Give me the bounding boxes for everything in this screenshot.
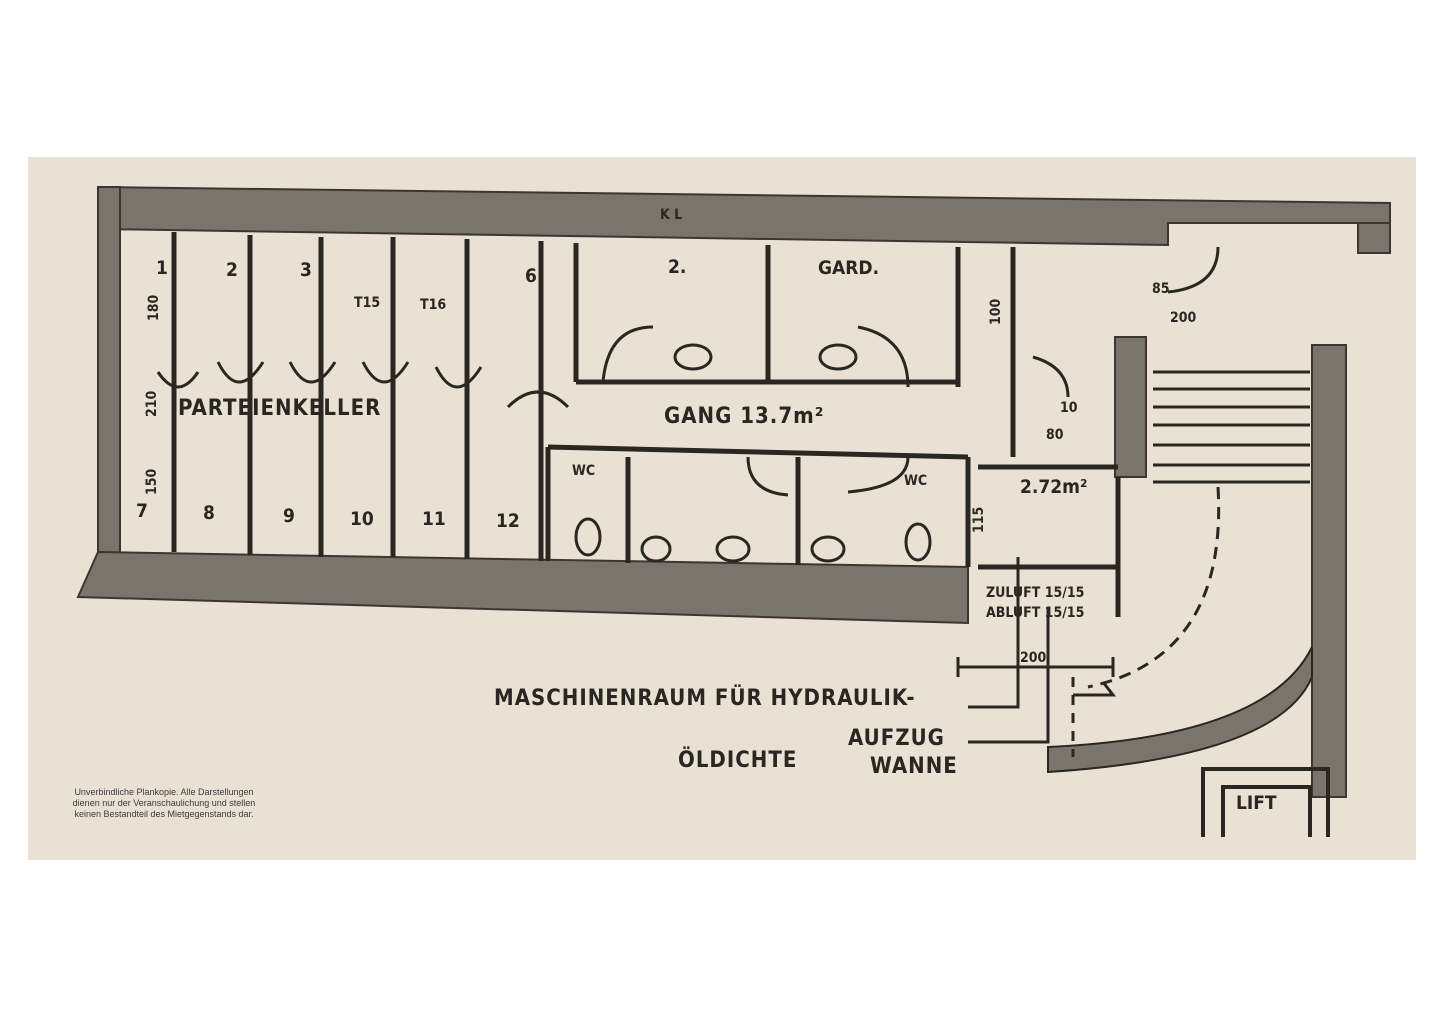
disclaimer-line-2: dienen nur der Veranschaulichung und ste… (72, 798, 256, 808)
gang-label: GANG 13.7m² (664, 404, 824, 429)
room-label-1: 1 (156, 257, 168, 279)
walls (76, 185, 1391, 798)
dimension-100: 100 (988, 298, 1004, 325)
disclaimer-line-1: Unverbindliche Plankopie. Alle Darstellu… (74, 787, 254, 797)
dimension-210: 210 (144, 390, 160, 417)
wanne-label: WANNE (870, 754, 958, 779)
floor-plan-scan: K L 1 2 3 T15 T16 6 7 8 9 10 11 12 2. GA… (28, 157, 1416, 860)
room-label-garderobe-1: 2. (668, 256, 686, 278)
dimension-115: 115 (971, 507, 987, 533)
room-label-7: 7 (136, 500, 148, 522)
zuluft-label: ZULUFT 15/15 (986, 585, 1084, 601)
left-wall (97, 186, 121, 588)
dashed-curve (1087, 486, 1221, 689)
lift-label: LIFT (1236, 792, 1277, 814)
room-label-2: 2 (226, 259, 238, 281)
top-label: K L (660, 207, 682, 223)
cellar-partitions (171, 232, 1121, 617)
room-label-t16: T16 (420, 297, 446, 313)
dimension-85: 85 (1152, 281, 1170, 297)
bottom-wall (76, 550, 969, 625)
wc-label-right: WC (904, 473, 927, 489)
room-label-t15: T15 (354, 295, 380, 311)
top-wall (97, 185, 1391, 247)
room-label-garderobe-2: GARD. (818, 257, 879, 279)
aufzug-label: AUFZUG (848, 726, 945, 751)
stairs (1153, 370, 1310, 484)
dimension-180: 180 (146, 294, 162, 321)
dimension-150: 150 (144, 468, 160, 495)
dimension-200-door: 200 (1170, 310, 1197, 326)
dimension-10: 10 (1060, 400, 1078, 416)
oeldichte-label: ÖLDICHTE (678, 747, 797, 773)
lift-box (1201, 767, 1330, 837)
stair-wall (1114, 336, 1147, 478)
abluft-label: ABLUFT 15/15 (986, 605, 1084, 621)
door-swings (156, 246, 1220, 497)
corner-block (1357, 222, 1391, 254)
room-label-12: 12 (496, 510, 520, 532)
dimension-80: 80 (1046, 427, 1064, 443)
room-label-8: 8 (203, 502, 215, 524)
room-label-9: 9 (283, 505, 295, 527)
disclaimer-line-3: keinen Bestandteil des Mietgegenstands d… (74, 809, 254, 819)
partei-keller-label: PARTEIENKELLER (178, 396, 381, 421)
shaft-right-wall (1311, 344, 1347, 798)
room-label-6: 6 (525, 265, 537, 287)
hydraulic-curve (1047, 646, 1313, 774)
room-label-10: 10 (350, 508, 374, 530)
small-room-label: 2.72m² (1020, 476, 1087, 498)
room-label-11: 11 (422, 508, 446, 530)
floor-plan-drawing: K L 1 2 3 T15 T16 6 7 8 9 10 11 12 2. GA… (76, 185, 1391, 837)
wc-label-left: WC (572, 463, 595, 479)
room-label-3: 3 (300, 259, 312, 281)
toilets (574, 343, 932, 563)
maschinenraum-label: MASCHINENRAUM FÜR HYDRAULIK- (494, 685, 916, 711)
leader-lines (956, 557, 1117, 744)
disclaimer-text: Unverbindliche Plankopie. Alle Darstellu… (44, 787, 284, 820)
dimension-200-bottom: 200 (1020, 650, 1047, 666)
